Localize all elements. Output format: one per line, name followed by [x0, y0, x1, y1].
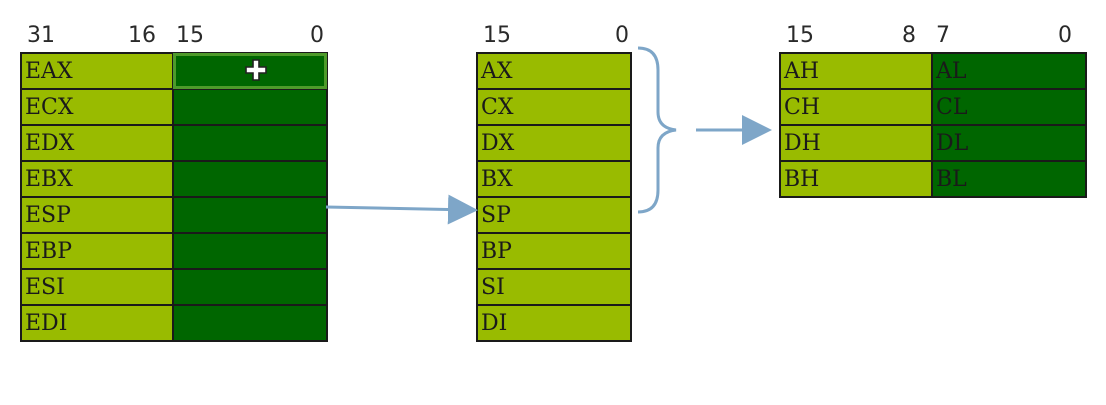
bit-label-15: 15	[786, 23, 814, 48]
bit-label-15: 15	[176, 23, 204, 48]
table-row: BX	[476, 160, 632, 198]
register-16bit-table: AX CX DX BX SP BP SI DI	[476, 52, 632, 342]
bit-label-0: 0	[310, 23, 324, 48]
table-row: EAX	[20, 52, 328, 90]
register-sp[interactable]: SP	[476, 196, 632, 234]
arrow-32-to-16	[325, 194, 478, 225]
table-row: DI	[476, 304, 632, 342]
move-cursor-icon	[245, 59, 267, 81]
table-row: EDX	[20, 124, 328, 162]
register-cx[interactable]: CX	[476, 88, 632, 126]
register-eax-low[interactable]	[172, 52, 328, 90]
register-bp[interactable]: BP	[476, 232, 632, 270]
register-esp-low[interactable]	[172, 196, 328, 234]
table-row: CX	[476, 88, 632, 126]
table-row: ECX	[20, 88, 328, 126]
table-row: EDI	[20, 304, 328, 342]
table-row: EBX	[20, 160, 328, 198]
register-ebx-low[interactable]	[172, 160, 328, 198]
register-bx[interactable]: BX	[476, 160, 632, 198]
bit-label-7: 7	[936, 23, 950, 48]
register-edi[interactable]: EDI	[20, 304, 174, 342]
register-ecx-low[interactable]	[172, 88, 328, 126]
register-esi[interactable]: ESI	[20, 268, 174, 306]
table-row: ESI	[20, 268, 328, 306]
register-bl[interactable]: BL	[931, 160, 1087, 198]
register-esp[interactable]: ESP	[20, 196, 174, 234]
table-row: CH CL	[779, 88, 1087, 126]
register-al[interactable]: AL	[931, 52, 1087, 90]
bit-label-16: 16	[128, 23, 156, 48]
table-row: AH AL	[779, 52, 1087, 90]
register-si[interactable]: SI	[476, 268, 632, 306]
register-ebx[interactable]: EBX	[20, 160, 174, 198]
table-row: BP	[476, 232, 632, 270]
bit-label-8: 8	[902, 23, 916, 48]
table-row: EBP	[20, 232, 328, 270]
register-edx[interactable]: EDX	[20, 124, 174, 162]
brace-bracket	[637, 46, 677, 214]
table-row: DX	[476, 124, 632, 162]
register-ecx[interactable]: ECX	[20, 88, 174, 126]
table-row: BH BL	[779, 160, 1087, 198]
register-ax[interactable]: AX	[476, 52, 632, 90]
table-row: AX	[476, 52, 632, 90]
register-esi-low[interactable]	[172, 268, 328, 306]
register-ebp[interactable]: EBP	[20, 232, 174, 270]
bit-label-31: 31	[27, 23, 55, 48]
register-di[interactable]: DI	[476, 304, 632, 342]
register-edi-low[interactable]	[172, 304, 328, 342]
register-bh[interactable]: BH	[779, 160, 933, 198]
table-row: SP	[476, 196, 632, 234]
register-32bit-table: EAX ECX EDX EBX ESP EBP ESI EDI	[20, 52, 328, 342]
register-eax[interactable]: EAX	[20, 52, 174, 90]
register-dh[interactable]: DH	[779, 124, 933, 162]
register-8bit-table: AH AL CH CL DH DL BH BL	[779, 52, 1087, 198]
table-row: SI	[476, 268, 632, 306]
register-dx[interactable]: DX	[476, 124, 632, 162]
table-row: DH DL	[779, 124, 1087, 162]
register-edx-low[interactable]	[172, 124, 328, 162]
bit-label-15: 15	[483, 23, 511, 48]
bit-label-0: 0	[1058, 23, 1072, 48]
register-dl[interactable]: DL	[931, 124, 1087, 162]
register-ebp-low[interactable]	[172, 232, 328, 270]
table-row: ESP	[20, 196, 328, 234]
bit-label-0: 0	[615, 23, 629, 48]
register-cl[interactable]: CL	[931, 88, 1087, 126]
register-ah[interactable]: AH	[779, 52, 933, 90]
register-ch[interactable]: CH	[779, 88, 933, 126]
